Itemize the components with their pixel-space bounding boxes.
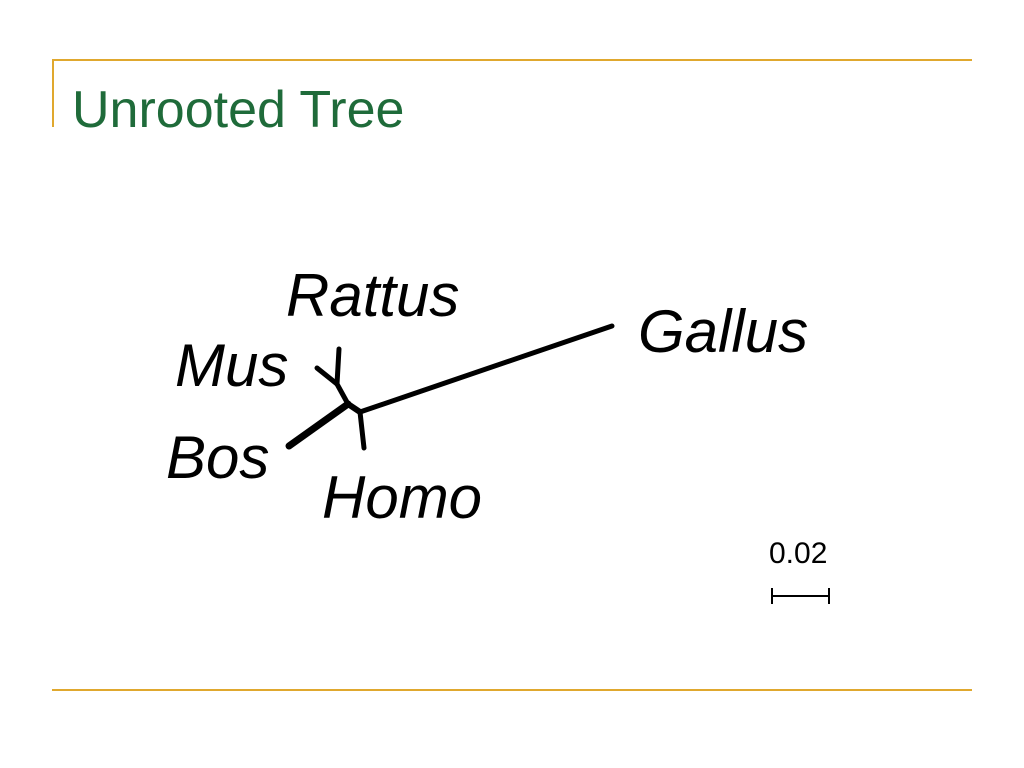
slide-title: Unrooted Tree: [72, 81, 405, 139]
left-rule: [52, 59, 54, 127]
taxon-label-homo: Homo: [322, 464, 482, 531]
top-rule: [52, 59, 972, 61]
bottom-rule: [52, 689, 972, 691]
branch-mus: [314, 365, 340, 387]
branch-gallus: [357, 323, 615, 415]
taxon-labels: Rattus Mus Bos Homo Gallus: [166, 262, 808, 531]
scale-bar: 0.02: [769, 537, 830, 604]
taxon-label-rattus: Rattus: [286, 262, 459, 329]
tree-branches: [285, 323, 615, 451]
taxon-label-mus: Mus: [175, 332, 288, 399]
branch-bos: [285, 400, 352, 450]
branch-rattus: [334, 346, 342, 387]
branch-homo: [357, 409, 367, 451]
scale-bar-label: 0.02: [769, 537, 827, 570]
branch-rodent-stem: [334, 381, 351, 407]
taxon-label-gallus: Gallus: [638, 298, 808, 365]
taxon-label-bos: Bos: [166, 424, 269, 491]
